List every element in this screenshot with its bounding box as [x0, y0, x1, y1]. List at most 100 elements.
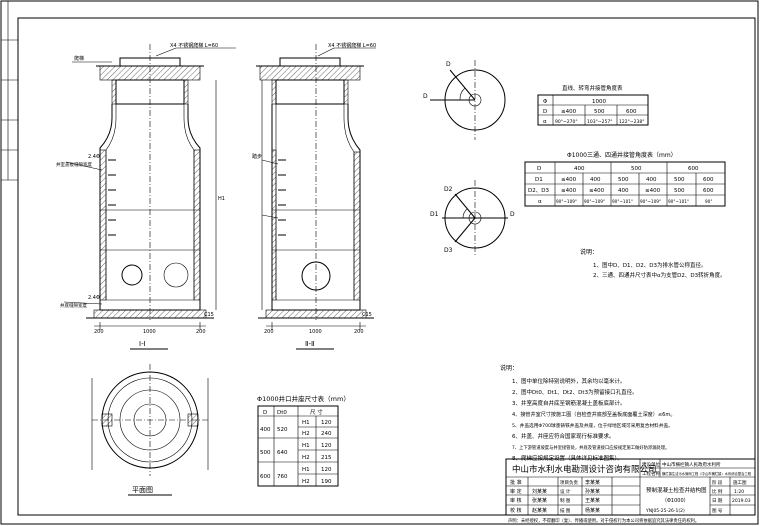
date-value: 2019.03 [732, 498, 751, 504]
notes-main-item: 7、上下游管道坡度与井室接管处，井底及管道接口应按规定施工做好防渗漏处理。 [512, 444, 669, 451]
angle-diagram-2-d-label: D [510, 211, 515, 218]
notes-small-item: 2、三通、四通井尺寸表中α为支管D2、D3转折角度。 [593, 271, 726, 279]
project-value-1: 中山市横栏镇人民政府水利所 [662, 461, 721, 468]
table3-title: Φ1000井口井座尺寸表（mm） [257, 394, 350, 403]
angle-diagram-2-d1-label: D1 [430, 211, 439, 218]
section-1-dim-side: H1 [218, 196, 225, 202]
table2-cell: 400 [646, 177, 657, 183]
role-label: 项目负责 [560, 479, 578, 486]
table3-cell: 120 [321, 443, 332, 449]
table2-cell: 600 [703, 177, 714, 183]
table2-cell: 90°~109° [584, 199, 605, 204]
stage-label: 阶 段 [712, 479, 723, 486]
table2-cell: 400 [574, 166, 585, 172]
notes-main-item: 6、井盖、井座应符合国家现行标准要求。 [512, 432, 615, 440]
notes-main-item: 5、井盖选用Φ700球墨铸铁井盖及井座，位于绿地区域可采用复合材料井盖。 [512, 422, 673, 429]
table1-cell: 500 [594, 109, 605, 115]
notes-main-item: 8、爬梯应按规定设置（具体详见标准图集）。 [512, 454, 623, 462]
angle-diagram-2-d2-label: D2 [444, 186, 453, 193]
table2-cell: D [537, 166, 541, 172]
table3-cell: 215 [321, 455, 332, 461]
table3-cell: H1 [302, 443, 310, 449]
role-name: 刘某某 [532, 488, 547, 495]
table3-cell: 120 [321, 420, 332, 426]
table3-cell: H1 [302, 467, 310, 473]
inner-border [17, 17, 756, 516]
angle-diagram-1-d-label-2: D [423, 93, 428, 100]
table2-cell: 500 [618, 177, 629, 183]
notes-main-item: 4、接管井室尺寸按施工图（自检查井底部至盖板底面覆土深度）≤6m。 [512, 411, 675, 418]
table2-cell: 500 [674, 177, 685, 183]
section-1-dim-right: 200 [196, 329, 206, 335]
table2-cell: 90°~101° [668, 199, 689, 204]
table2-cell: 600 [703, 188, 714, 194]
table3-cell: 120 [321, 467, 332, 473]
table1-cell: 103°~257° [587, 119, 612, 125]
notes-main-item: 2、图中Dt0、Dt1、Dt2、Dt3为预留接口孔直径。 [512, 388, 638, 396]
drawing-subtitle: （Φ1000） [662, 498, 689, 504]
table2-cell: 90°~109° [556, 199, 577, 204]
table3-cell: H2 [302, 455, 310, 461]
table2-cell: D2、D3 [528, 188, 549, 194]
notes-main-item: 1、图中单位除特别说明外，其余均以毫米计。 [512, 377, 626, 385]
role-label: 制 图 [560, 497, 571, 504]
table1-cell: ≤400 [561, 109, 577, 115]
section-2-dim-mid: 1000 [309, 329, 322, 335]
role-name: 赵某某 [532, 507, 547, 514]
section-1-dim-left: 200 [94, 329, 104, 335]
table2-cell: 90°~109° [640, 199, 661, 204]
drawing-title: 预制混凝土检查井结构图 [646, 486, 707, 494]
section-2-dim-left: 200 [264, 329, 274, 335]
table3-header: 尺 寸 [310, 408, 323, 416]
role-name: 杨某某 [585, 507, 600, 514]
table1-cell: 122°~238° [619, 119, 644, 125]
table3-cell: 400 [260, 427, 271, 433]
project-label-2: 工程名称 [642, 470, 660, 477]
table3-cell: 600 [260, 474, 271, 480]
table3-grid [257, 405, 339, 487]
project-value-2: 横栏镇生活污水管网工程（中山市横栏镇）水系综合整治工程 [662, 471, 752, 476]
section-2-cover-note: Χ4 不锈钢爬梯 L=60 [328, 42, 376, 49]
table1-cell: α [543, 119, 547, 125]
section-1-drawing [63, 44, 236, 330]
section-1-bottom-note: 2.4Φ [88, 295, 100, 301]
section-1-gap-note-sub: 井室盖板缝隙宽度 [56, 161, 92, 168]
role-name: 王某某 [585, 498, 600, 504]
scale-label: 比 例 [712, 488, 723, 495]
role-label: 批 准 [510, 479, 522, 486]
table2-cell: 500 [631, 166, 642, 172]
table3-cell: H2 [302, 479, 310, 485]
table2-cell: 90°~101° [612, 199, 633, 204]
table2-cell: 400 [618, 188, 629, 194]
table1-cell: 1000 [592, 99, 606, 105]
table3-header: D [263, 410, 267, 416]
table3-cell: 760 [277, 474, 288, 480]
section-2-base-label: C15 [362, 312, 372, 318]
table3-header: Dt0 [277, 410, 287, 416]
table1-title: 直线、转弯井接管角度表 [562, 84, 623, 92]
section-2-drawing [256, 44, 376, 330]
table2-cell: 500 [674, 188, 685, 194]
notes-small-item: 1、图中D、D1、D2、D3为排水管公称直径。 [593, 261, 706, 269]
table1-grid [537, 94, 649, 126]
table2-grid [524, 161, 726, 207]
table3-cell: 500 [260, 450, 271, 456]
table1-cell: 90°~270° [555, 119, 578, 125]
notes-main-item: 3、井室高度自井底至钢筋混凝土盖板底部计。 [512, 399, 626, 407]
role-label: 审 定 [510, 488, 522, 495]
table2-cell: ≤400 [645, 188, 661, 194]
angle-diagram-2-d3-label: D3 [444, 247, 453, 254]
role-name: 张某某 [532, 497, 547, 504]
table2-cell: ≤400 [589, 188, 605, 194]
section-2-dim-right: 200 [354, 329, 364, 335]
role-name: 李某某 [585, 479, 600, 486]
angle-diagram-1-d-label: D [446, 61, 451, 68]
drawing-no-label: 图 号 [712, 508, 723, 514]
section-1-gap-note: 2.4Φ [88, 154, 100, 160]
section-1-cover-note: Χ4 不锈钢爬梯 L=60 [170, 42, 218, 49]
role-label: 描 图 [560, 507, 571, 514]
table2-cell: ≤400 [561, 188, 577, 194]
table2-cell: 90° [705, 199, 712, 204]
angle-diagram-2 [442, 180, 508, 256]
